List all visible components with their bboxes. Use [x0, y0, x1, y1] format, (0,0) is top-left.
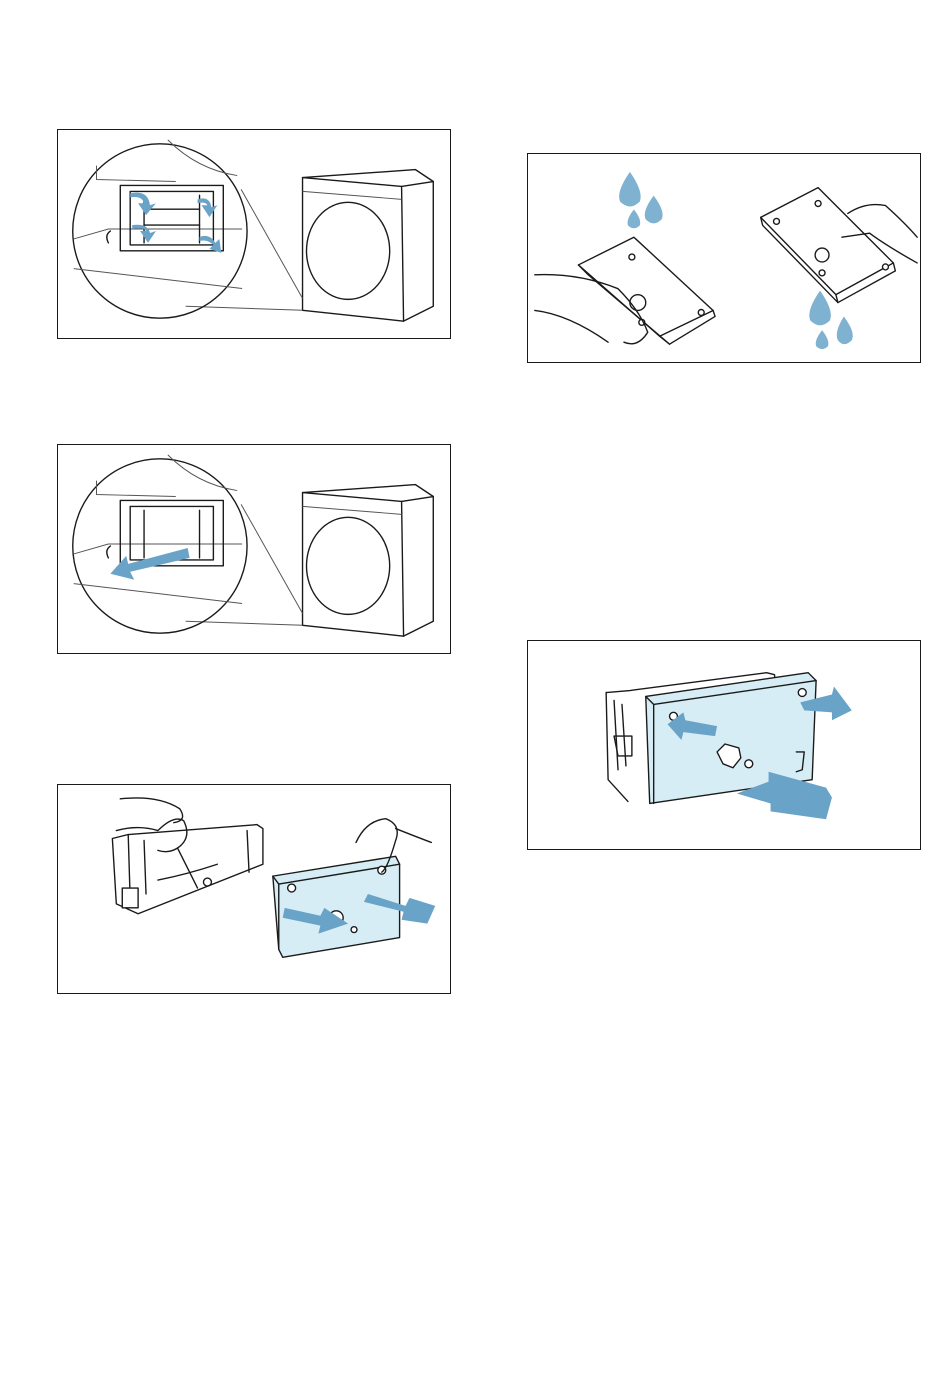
- filter-rinse-illustration: [528, 154, 920, 362]
- figure-rinse-filter: [527, 153, 921, 363]
- dryer-pull-filter-illustration: [58, 445, 450, 653]
- figure-release-clips: [57, 129, 451, 339]
- dryer-filter-clips-illustration: [58, 130, 450, 338]
- figure-pull-out-filter: [57, 444, 451, 654]
- filter-separation-illustration: [58, 785, 450, 993]
- figure-separate-filter: [57, 784, 451, 994]
- filter-reinsert-illustration: [528, 641, 920, 849]
- figure-reinsert-filter: [527, 640, 921, 850]
